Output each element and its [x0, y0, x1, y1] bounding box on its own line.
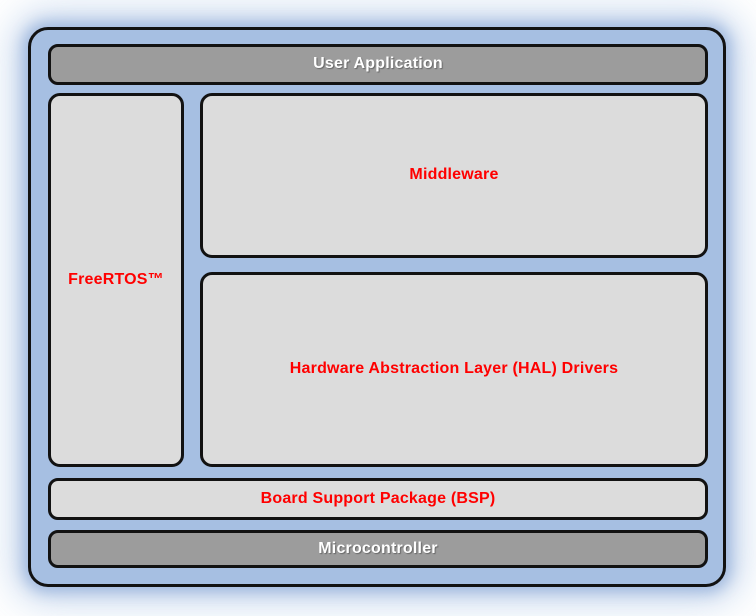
block-hal-drivers: Hardware Abstraction Layer (HAL) Drivers — [200, 272, 708, 467]
hal-drivers-label: Hardware Abstraction Layer (HAL) Drivers — [289, 360, 619, 378]
freertos-label: FreeRTOS™ — [68, 270, 164, 288]
user-application-label: User Application — [313, 55, 443, 73]
firmware-architecture-frame: User Application FreeRTOS™ Middleware Ha… — [28, 27, 726, 587]
block-middleware: Middleware — [200, 93, 708, 258]
microcontroller-label: Microcontroller — [318, 539, 438, 557]
block-user-application: User Application — [48, 44, 708, 85]
block-bsp: Board Support Package (BSP) — [48, 478, 708, 520]
block-freertos: FreeRTOS™ — [48, 93, 184, 467]
middleware-label: Middleware — [409, 166, 499, 184]
block-microcontroller: Microcontroller — [48, 530, 708, 568]
middle-row: FreeRTOS™ Middleware Hardware Abstractio… — [48, 93, 708, 467]
bsp-label: Board Support Package (BSP) — [260, 489, 496, 507]
right-column: Middleware Hardware Abstraction Layer (H… — [200, 93, 708, 467]
